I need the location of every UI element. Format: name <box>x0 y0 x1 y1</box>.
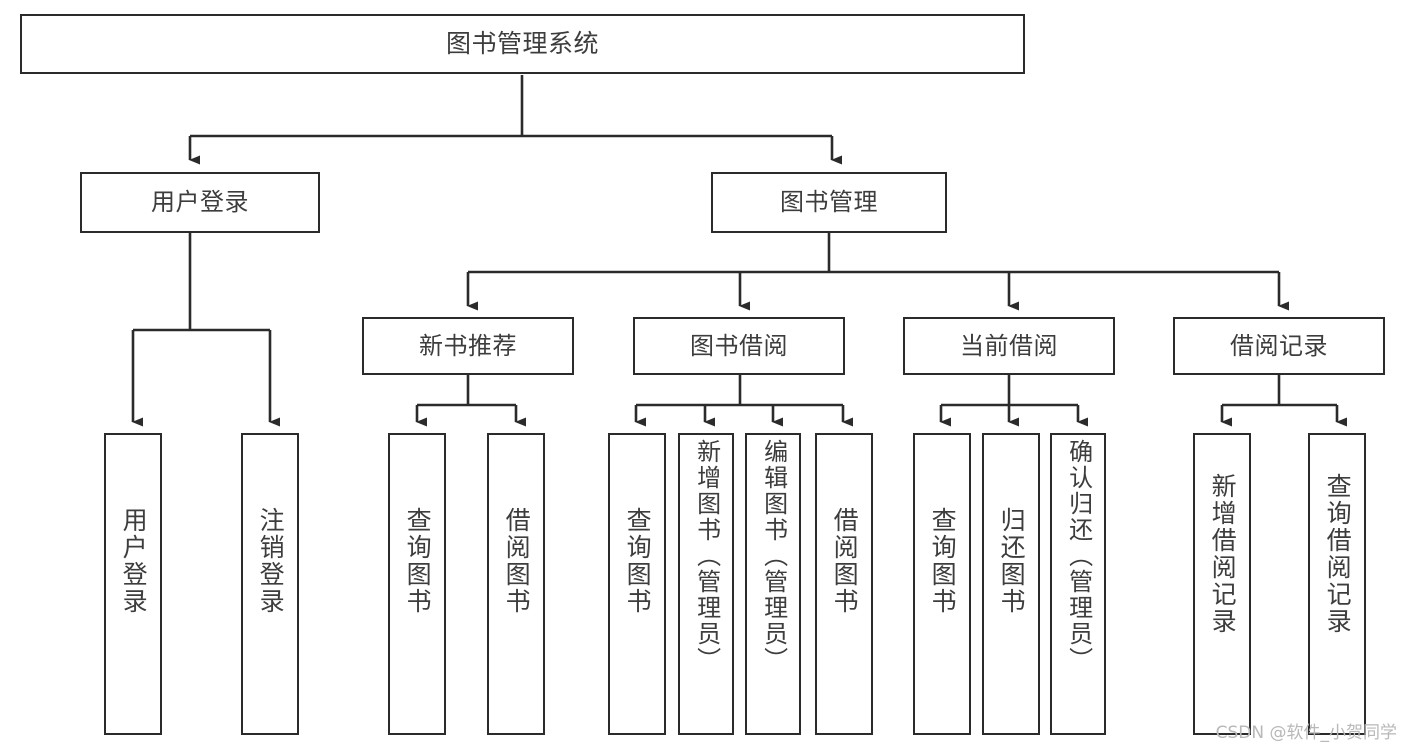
node-user-login[interactable]: 用户登录 <box>80 172 320 233</box>
leaf-add-borrow-record[interactable]: 新增借阅记录 <box>1193 433 1251 735</box>
node-label: 借阅图书 <box>502 507 532 615</box>
node-label: 查询图书 <box>928 507 958 615</box>
node-label: 用户登录 <box>119 507 149 615</box>
node-label: 编辑图书（管理员） <box>759 439 788 673</box>
leaf-query-book-current[interactable]: 查询图书 <box>913 433 971 735</box>
leaf-user-login[interactable]: 用户登录 <box>104 433 162 735</box>
node-label: 确认归还（管理员） <box>1064 439 1093 673</box>
csdn-watermark: CSDN @软件_小贺同学 <box>1215 723 1397 743</box>
node-label: 归还图书 <box>997 507 1027 615</box>
node-label: 查询图书 <box>623 507 653 615</box>
node-root-book-management-system[interactable]: 图书管理系统 <box>20 14 1025 74</box>
node-label: 图书管理系统 <box>445 29 599 59</box>
node-current-borrow[interactable]: 当前借阅 <box>903 317 1115 375</box>
leaf-return-book[interactable]: 归还图书 <box>982 433 1040 735</box>
node-new-book-recommend[interactable]: 新书推荐 <box>362 317 574 375</box>
leaf-edit-book-admin[interactable]: 编辑图书（管理员） <box>745 433 801 735</box>
node-borrow-record[interactable]: 借阅记录 <box>1173 317 1385 375</box>
node-book-management[interactable]: 图书管理 <box>711 172 947 233</box>
node-label: 借阅图书 <box>830 507 860 615</box>
node-label: 注销登录 <box>256 507 286 615</box>
leaf-borrow-book-recommend[interactable]: 借阅图书 <box>487 433 545 735</box>
leaf-borrow-book-borrow[interactable]: 借阅图书 <box>815 433 873 735</box>
leaf-confirm-return-admin[interactable]: 确认归还（管理员） <box>1050 433 1106 735</box>
leaf-query-borrow-record[interactable]: 查询借阅记录 <box>1308 433 1366 735</box>
node-label: 新增借阅记录 <box>1208 473 1238 635</box>
node-label: 图书借阅 <box>690 331 788 360</box>
node-label: 新增图书（管理员） <box>692 439 721 673</box>
node-label: 图书管理 <box>780 188 878 217</box>
leaf-query-book-borrow[interactable]: 查询图书 <box>608 433 666 735</box>
leaf-query-book-recommend[interactable]: 查询图书 <box>388 433 446 735</box>
leaf-logout-login[interactable]: 注销登录 <box>241 433 299 735</box>
node-label: 新书推荐 <box>419 331 517 360</box>
node-label: 查询借阅记录 <box>1323 473 1353 635</box>
node-label: 当前借阅 <box>960 331 1058 360</box>
leaf-add-book-admin[interactable]: 新增图书（管理员） <box>678 433 734 735</box>
node-book-borrow[interactable]: 图书借阅 <box>633 317 845 375</box>
node-label: 用户登录 <box>151 188 249 217</box>
node-label: 查询图书 <box>403 507 433 615</box>
node-label: 借阅记录 <box>1230 331 1328 360</box>
